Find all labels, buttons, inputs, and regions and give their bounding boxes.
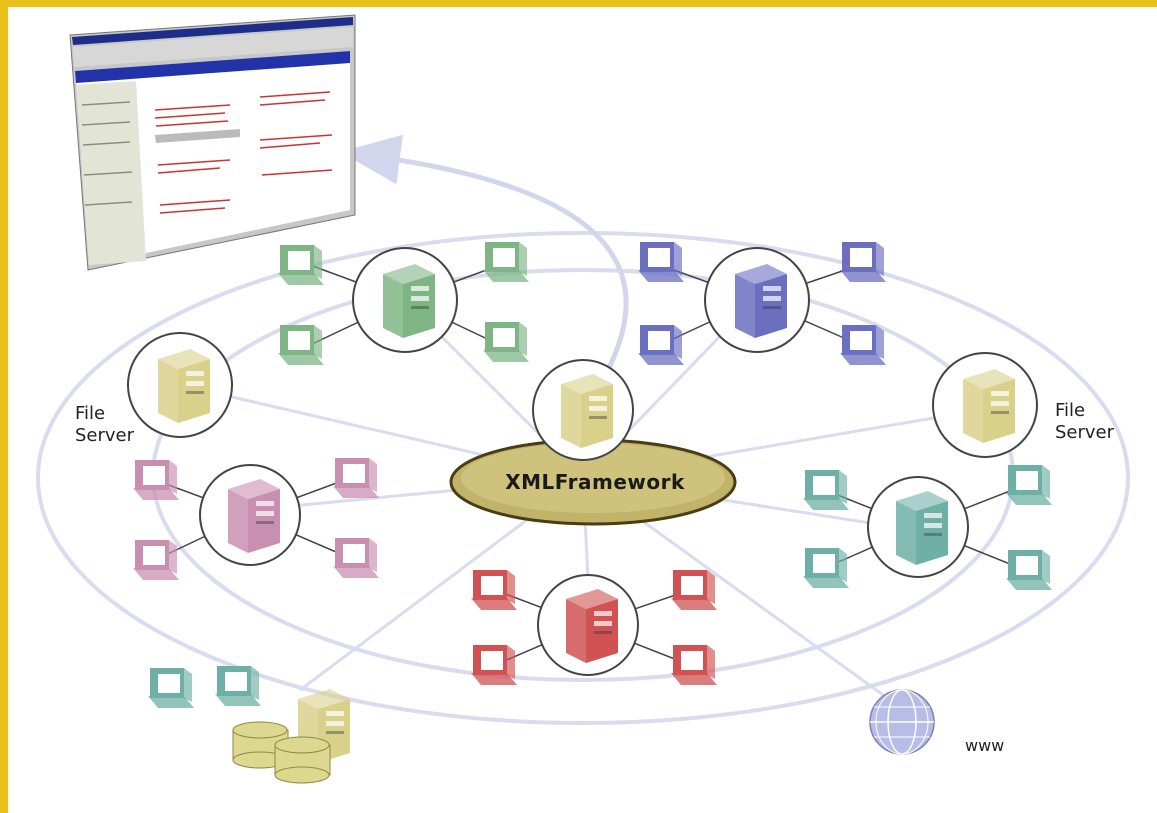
workstation-icon — [638, 325, 684, 365]
file-server-left — [127, 332, 233, 438]
workstation-icon — [840, 325, 886, 365]
workstation-icon — [803, 548, 849, 588]
file-server-right-label-line1: File — [1055, 400, 1086, 421]
globe-icon — [869, 689, 935, 755]
workstation-icon — [1006, 550, 1052, 590]
workstation-icon — [333, 538, 379, 578]
hub-label: XMLFramework — [505, 470, 685, 494]
workstation-icon — [1006, 465, 1052, 505]
server-icon — [158, 349, 210, 423]
server-icon — [561, 374, 613, 448]
workstation-icon — [671, 645, 717, 685]
file-server-right-label: File Server — [1055, 400, 1114, 444]
xmlframework-hub — [449, 359, 737, 526]
workstation-icon — [471, 570, 517, 610]
database-cluster — [148, 666, 350, 784]
workstation-icon — [671, 570, 717, 610]
server-icon — [963, 369, 1015, 443]
workstation-icon — [803, 470, 849, 510]
workstation-icon — [483, 242, 529, 282]
database-icon — [232, 721, 331, 784]
red-workgroup — [471, 570, 717, 685]
file-server-left-label-line2: Server — [75, 425, 135, 446]
workstation-icon — [840, 242, 886, 282]
file-server-right — [932, 352, 1038, 458]
workstation-icon — [278, 325, 324, 365]
pink-workgroup — [133, 458, 379, 580]
workstation-icon — [215, 666, 261, 706]
file-server-left-label-line1: File — [75, 403, 106, 424]
workstation-icon — [471, 645, 517, 685]
workstation-icon — [638, 242, 684, 282]
file-server-right-label-line2: Server — [1055, 422, 1115, 443]
browser-window-icon — [69, 14, 356, 271]
blue-workgroup — [638, 242, 886, 365]
workstation-icon — [278, 245, 324, 285]
workstation-icon — [483, 322, 529, 362]
workstation-icon — [133, 540, 179, 580]
file-server-left-label: File Server — [75, 403, 134, 447]
www-label: www — [965, 736, 1005, 755]
green-workgroup — [278, 242, 529, 365]
teal-workgroup — [803, 465, 1052, 590]
workstation-icon — [333, 458, 379, 498]
workstation-icon — [148, 668, 194, 708]
workstation-icon — [133, 460, 179, 500]
publish-arrow — [340, 134, 629, 387]
